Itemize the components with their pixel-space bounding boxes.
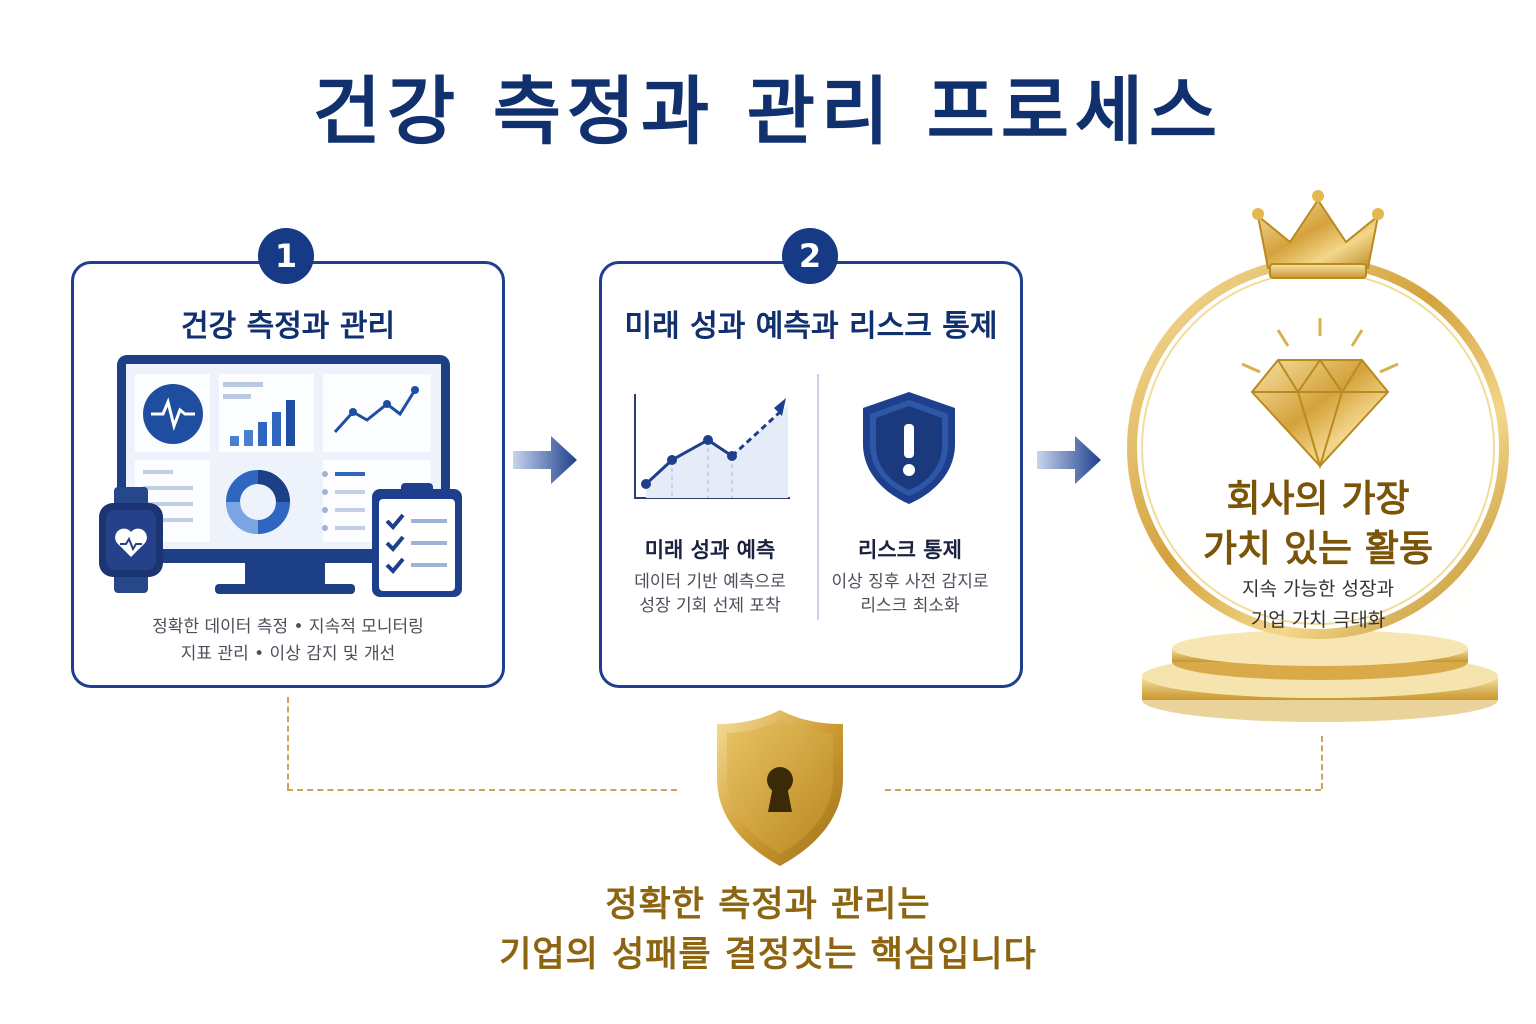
step2-right-title: 리스크 통제 (858, 538, 962, 562)
bottom-line2: 기업의 성패를 결정짓는 핵심입니다 (499, 935, 1037, 975)
bottom-line1: 정확한 측정과 관리는 (605, 885, 931, 925)
monitor-icon (117, 355, 450, 594)
step2-left-line2: 성장 기회 선제 포착 (639, 596, 781, 616)
page-title: 건강 측정과 관리 프로세스 (312, 69, 1224, 155)
step1-line2: 지표 관리 • 이상 감지 및 개선 (180, 644, 396, 664)
goal-title-line1: 회사의 가장 (1226, 477, 1410, 520)
smartwatch-icon (99, 487, 163, 593)
connector-right-horizontal (885, 789, 1321, 791)
gold-shield-keyhole-icon (717, 710, 843, 866)
connector-left-horizontal (287, 789, 677, 791)
shield-alert-icon (863, 392, 955, 504)
arrow-right-icon (513, 436, 577, 484)
step2-left-title: 미래 성과 예측 (644, 538, 776, 562)
step2-badge: 2 (782, 228, 838, 284)
step1-line1: 정확한 데이터 측정 • 지속적 모니터링 (152, 617, 424, 637)
goal-line1: 지속 가능한 성장과 (1242, 578, 1394, 600)
gold-trophy-illustration (1118, 190, 1518, 722)
trend-chart-icon (634, 394, 790, 499)
connector-left-vertical (287, 697, 289, 789)
crown-icon (1252, 190, 1384, 279)
goal-line2: 기업 가치 극대화 (1250, 609, 1386, 631)
step2-title: 미래 성과 예측과 리스크 통제 (624, 309, 998, 344)
step1-badge: 1 (258, 228, 314, 284)
diamond-icon (1241, 318, 1399, 470)
step2-right-line2: 리스크 최소화 (860, 596, 960, 616)
step1-title: 건강 측정과 관리 (180, 309, 396, 344)
step2-right-line1: 이상 징후 사전 감지로 (831, 572, 989, 592)
connector-right-vertical (1321, 736, 1323, 789)
goal-title-line2: 가치 있는 활동 (1202, 527, 1433, 570)
clipboard-icon (372, 483, 462, 597)
arrow-right-icon (1037, 436, 1101, 484)
step2-divider (817, 374, 819, 620)
step2-left-line1: 데이터 기반 예측으로 (634, 572, 786, 592)
